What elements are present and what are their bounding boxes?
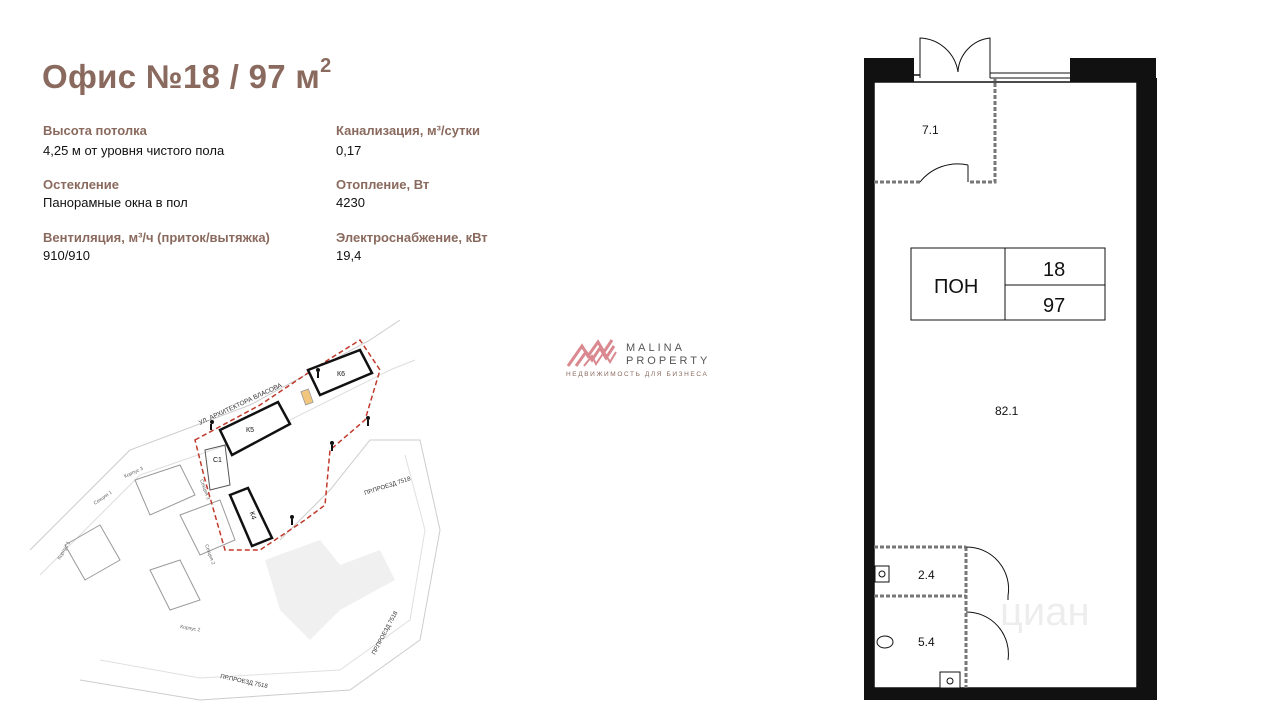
power-value: 19,4 xyxy=(336,248,362,263)
power-label: Электроснабжение, кВт xyxy=(336,230,488,245)
sewage-value: 0,17 xyxy=(336,143,362,158)
tag-area: 97 xyxy=(1043,295,1065,317)
building-k4 xyxy=(228,486,274,548)
tag-type: ПОН xyxy=(934,276,978,298)
logo-line1: MALINA xyxy=(626,342,685,354)
malina-logo-icon xyxy=(566,339,617,367)
korpus-1: Корпус 1 xyxy=(57,540,72,561)
glazing-value: Панорамные окна в пол xyxy=(43,195,188,210)
room-small-1-area: 2.4 xyxy=(918,568,935,582)
label-k6: К6 xyxy=(337,371,345,378)
floor-plan: 7.1 82.1 2.4 5.4 ПОН 18 97 циан xyxy=(864,37,1157,700)
sewage-label: Канализация, м³/сутки xyxy=(336,123,481,138)
vestibule-area: 7.1 xyxy=(922,123,939,137)
title-text: Офис №18 / 97 м xyxy=(42,58,321,95)
malina-logo: MALINA PROPERTY НЕДВИЖИМОСТЬ ДЛЯ БИЗНЕСА xyxy=(566,338,726,383)
korpus-2: Корпус 2 xyxy=(180,624,201,633)
building-k6 xyxy=(306,348,374,397)
logo-subtitle: НЕДВИЖИМОСТЬ ДЛЯ БИЗНЕСА xyxy=(566,371,709,378)
watermark: циан xyxy=(1000,590,1090,634)
heating-value: 4230 xyxy=(336,195,365,210)
street-bottom: ПР.ПРОЕЗД 7518 xyxy=(220,674,269,690)
ceiling-value: 4,25 м от уровня чистого пола xyxy=(43,143,225,158)
tag-number: 18 xyxy=(1043,259,1065,281)
street-right: ПР.ПРОЕЗД 7518 xyxy=(364,476,412,497)
site-plan: К6 К5 К4 С1 УЛ. АРХИТЕКТОРА ВЛАСОВА ПР.П… xyxy=(29,319,441,701)
logo-line2: PROPERTY xyxy=(626,355,711,367)
glazing-label: Остекление xyxy=(43,177,119,192)
sekciya-2: Секция 2 xyxy=(203,544,216,566)
title-sup: 2 xyxy=(320,55,332,77)
label-k4: К4 xyxy=(248,511,257,521)
ventilation-value: 910/910 xyxy=(43,248,90,263)
label-c1: С1 xyxy=(213,457,222,464)
ceiling-label: Высота потолка xyxy=(43,123,147,138)
label-k5: К5 xyxy=(246,427,254,434)
street-right2: ПР.ПРОЕЗД 7518 xyxy=(371,610,399,656)
pedestrian-icon xyxy=(208,368,370,525)
ventilation-label: Вентиляция, м³/ч (приток/вытяжка) xyxy=(43,230,270,245)
site-boundary xyxy=(194,338,381,551)
page-title: Офис №18 / 97 м2 xyxy=(42,55,332,96)
building-k5 xyxy=(218,400,292,457)
main-area: 82.1 xyxy=(995,404,1019,418)
room-small-2-area: 5.4 xyxy=(918,635,935,649)
heating-label: Отопление, Вт xyxy=(336,177,430,192)
